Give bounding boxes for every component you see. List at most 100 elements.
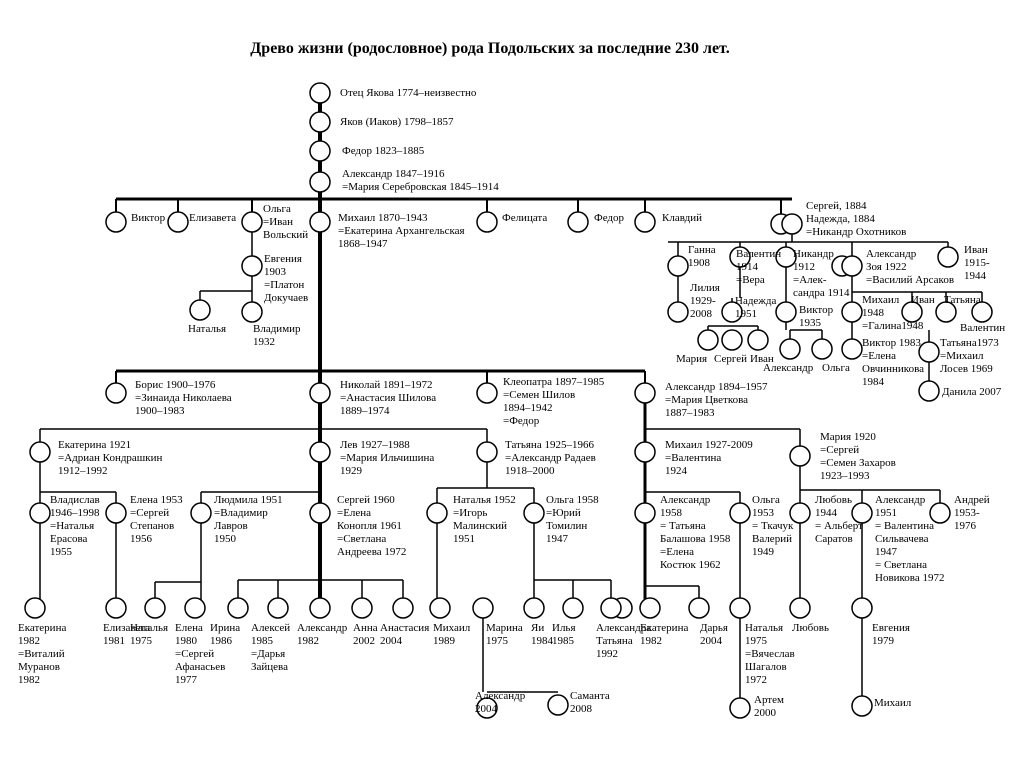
person-label: Екатерина 1982	[640, 622, 689, 647]
person-label: Михаил 1989	[433, 622, 471, 647]
person-label: Ольга	[822, 362, 850, 374]
person-nodes	[24, 82, 993, 719]
person-node	[775, 246, 797, 268]
person-node	[29, 502, 51, 524]
person-label: Анастасия 2004	[380, 622, 430, 647]
person-label: Виктор 1935	[799, 304, 834, 329]
person-node	[241, 255, 263, 277]
person-node	[567, 211, 589, 233]
person-node	[721, 329, 743, 351]
person-label: Николай 1891–1972 =Анастасия Шилова 1889…	[340, 379, 437, 417]
person-node	[476, 382, 498, 404]
person-node	[190, 502, 212, 524]
person-node	[901, 301, 923, 323]
person-node	[392, 597, 414, 619]
person-label: Ольга 1953 = Ткачук Валерий 1949	[752, 494, 794, 558]
person-label: Ирина 1986	[210, 622, 241, 647]
person-node	[841, 338, 863, 360]
person-node	[476, 211, 498, 233]
person-node	[937, 246, 959, 268]
person-label: Ганна 1908	[688, 244, 716, 269]
person-node	[779, 338, 801, 360]
person-node	[24, 597, 46, 619]
person-label: Александр 1847–1916 =Мария Серебровская …	[342, 168, 499, 193]
person-label: Александр	[763, 362, 814, 374]
person-node	[851, 502, 873, 524]
person-node	[309, 597, 331, 619]
person-label: Ольга 1958 =Юрий Томилин 1947	[546, 494, 599, 545]
person-label: Иван	[750, 353, 774, 365]
person-node	[851, 597, 873, 619]
person-label: Валентин	[960, 322, 1006, 334]
person-label: Яи 1984	[531, 622, 553, 647]
person-label: Сергей, 1884 Надежда, 1884 =Никандр Охот…	[806, 200, 907, 238]
person-node	[167, 211, 189, 233]
person-label: Елена 1980 =Сергей Афанасьев 1977	[175, 622, 226, 686]
person-node	[918, 341, 940, 363]
person-label: Михаил	[874, 697, 912, 709]
person-label: Федор 1823–1885	[342, 145, 425, 157]
person-node	[523, 502, 545, 524]
person-node	[851, 695, 873, 717]
person-label: Александр 1951 = Валентина Сильвачева 19…	[875, 494, 945, 584]
person-label: Александр Зоя 1922 =Василий Арсаков	[866, 248, 955, 286]
person-label: Ольга =Иван Вольский	[263, 203, 309, 241]
person-node	[189, 299, 211, 321]
connector-line	[799, 456, 941, 706]
person-label: Евгения 1979	[872, 622, 910, 647]
person-node	[935, 301, 957, 323]
person-node	[309, 111, 331, 133]
person-label: Михаил 1948 =Галина1948	[862, 294, 924, 332]
person-node	[309, 441, 331, 463]
person-label: Саманта 2008	[570, 690, 610, 715]
person-label: Иван	[911, 294, 935, 306]
person-node	[667, 255, 689, 277]
person-label: Отец Якова 1774–неизвестно	[340, 87, 477, 99]
person-label: Александра Татьяна 1992	[596, 622, 652, 660]
person-label: Александр 2004	[475, 690, 526, 715]
person-node	[697, 329, 719, 351]
person-node	[472, 597, 494, 619]
person-label: Федор	[594, 212, 625, 224]
person-node	[309, 211, 331, 233]
person-label: Михаил 1870–1943 =Екатерина Архангельска…	[338, 212, 465, 250]
person-label: Дарья 2004	[700, 622, 728, 647]
person-label: Мария 1920 =Сергей =Семен Захаров 1923–1…	[820, 431, 896, 482]
person-node	[184, 597, 206, 619]
person-node	[971, 301, 993, 323]
person-node	[309, 171, 331, 193]
person-label: Надежда 1951	[735, 295, 777, 320]
person-node	[227, 597, 249, 619]
person-label: Борис 1900–1976 =Зинаида Николаева 1900–…	[135, 379, 232, 417]
person-label: Алексей 1985 =Дарья Зайцева	[251, 622, 291, 673]
person-label: Елена 1953 =Сергей Степанов 1956	[130, 494, 183, 545]
person-label: Наталья 1975 =Вячеслав Шагалов 1972	[745, 622, 795, 686]
person-node	[634, 211, 656, 233]
person-label: Любовь 1944 = Альберт Саратов	[815, 494, 863, 545]
person-node	[729, 597, 751, 619]
connector-line	[115, 199, 782, 222]
person-label: Наталья 1975	[130, 622, 169, 647]
person-label: Марина 1975	[486, 622, 523, 647]
person-label: Клавдий	[662, 212, 702, 224]
person-node	[429, 597, 451, 619]
person-node	[781, 213, 803, 235]
person-label: Андрей 1953- 1976	[954, 494, 990, 532]
person-label: Валентин 1914 =Вера	[736, 248, 782, 286]
person-node	[918, 380, 940, 402]
person-label: Наталья 1952 =Игорь Малинский 1951	[453, 494, 516, 545]
person-label: Илья 1985	[552, 622, 576, 647]
person-label: Татьяна	[944, 294, 981, 306]
person-node	[811, 338, 833, 360]
person-node	[841, 301, 863, 323]
person-node	[426, 502, 448, 524]
person-node	[547, 694, 569, 716]
person-node	[476, 697, 498, 719]
person-node	[929, 502, 951, 524]
person-node	[789, 445, 811, 467]
person-label: Екатерина 1921 =Адриан Кондрашкин 1912–1…	[58, 439, 163, 477]
person-node	[105, 597, 127, 619]
person-label: Александр 1894–1957 =Мария Цветкова 1887…	[665, 381, 768, 419]
person-node	[309, 82, 331, 104]
